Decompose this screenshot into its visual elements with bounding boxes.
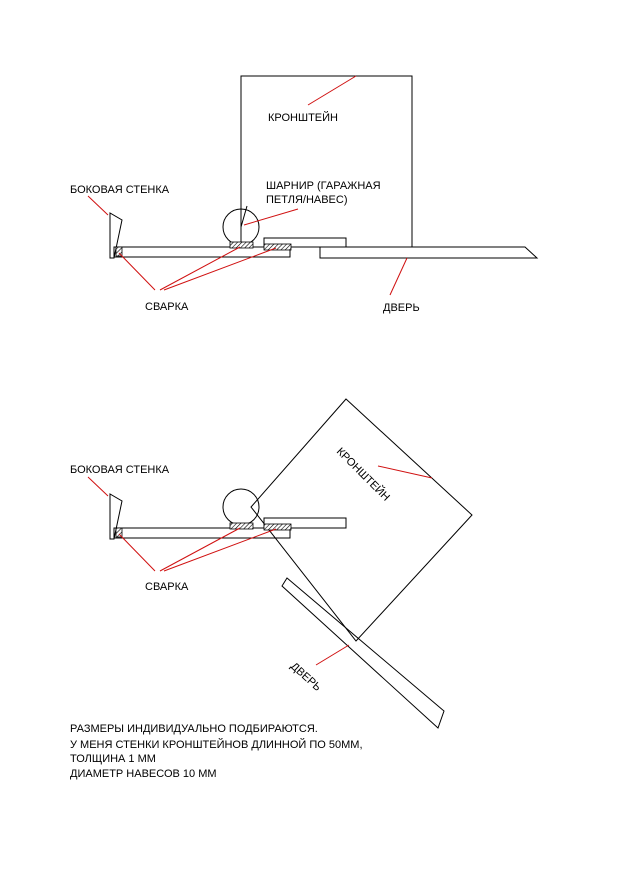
door-label: ДВЕРЬ — [383, 302, 420, 314]
side-wall — [109, 212, 123, 259]
rotated-door — [281, 577, 445, 729]
leader-weld-1 — [118, 533, 156, 572]
bottom-view: БОКОВАЯ СТЕНКА КРОНШТЕЙН СВАРКА ДВЕРЬ — [70, 398, 473, 729]
leader-side-wall — [87, 476, 109, 497]
notes-block: РАЗМЕРЫ ИНДИВИДУАЛЬНО ПОДБИРАЮТСЯ. У МЕН… — [70, 723, 363, 780]
base-plate — [113, 527, 291, 539]
leader-bracket — [377, 465, 433, 479]
weld-side — [115, 527, 123, 538]
bracket-label: КРОНШТЕЙН — [334, 445, 393, 504]
side-wall-label: БОКОВАЯ СТЕНКА — [70, 184, 170, 196]
weld-plate — [263, 523, 292, 531]
hinge-label-line1: ШАРНИР (ГАРАЖНАЯ — [266, 180, 381, 192]
weld-plate — [263, 243, 292, 251]
leader-hinge — [243, 208, 299, 226]
leader-side-wall — [87, 195, 109, 216]
weld-label: СВАРКА — [145, 581, 189, 593]
door-plate — [319, 246, 539, 259]
bracket-label: КРОНШТЕЙН — [268, 111, 338, 124]
weld-hinge — [229, 241, 254, 249]
base-plate — [113, 246, 291, 258]
top-view: КРОНШТЕЙН ШАРНИР (ГАРАЖНАЯ ПЕТЛЯ/НАВЕС) … — [70, 75, 539, 314]
leader-door — [389, 257, 408, 296]
upper-plate — [263, 237, 347, 248]
weld-label: СВАРКА — [145, 301, 189, 313]
leader-weld-1 — [118, 252, 156, 291]
door-label: ДВЕРЬ — [288, 660, 323, 693]
note-line: ДИАМЕТР НАВЕСОВ 10 ММ — [70, 768, 217, 780]
rotated-bracket — [250, 398, 473, 642]
side-wall-label: БОКОВАЯ СТЕНКА — [70, 464, 170, 476]
leader-weld-3 — [163, 528, 277, 572]
note-line: У МЕНЯ СТЕНКИ КРОНШТЕЙНОВ ДЛИННОЙ ПО 50М… — [70, 738, 363, 751]
upper-plate — [263, 517, 347, 529]
side-wall — [109, 493, 123, 540]
leader-weld-2 — [159, 246, 241, 291]
note-line: РАЗМЕРЫ ИНДИВИДУАЛЬНО ПОДБИРАЮТСЯ. — [70, 723, 318, 735]
leader-weld-2 — [159, 527, 241, 572]
weld-side — [115, 246, 123, 257]
hinge-pin-line — [240, 205, 248, 228]
hinge-label-line2: ПЕТЛЯ/НАВЕС) — [266, 194, 348, 206]
weld-hinge — [229, 522, 254, 530]
hinge-circle — [222, 488, 260, 526]
note-line: ТОЛЩИНА 1 ММ — [70, 753, 156, 765]
leader-bracket — [307, 75, 357, 106]
leader-door — [315, 644, 350, 666]
bracket-box — [240, 75, 413, 248]
leader-weld-3 — [163, 247, 277, 291]
